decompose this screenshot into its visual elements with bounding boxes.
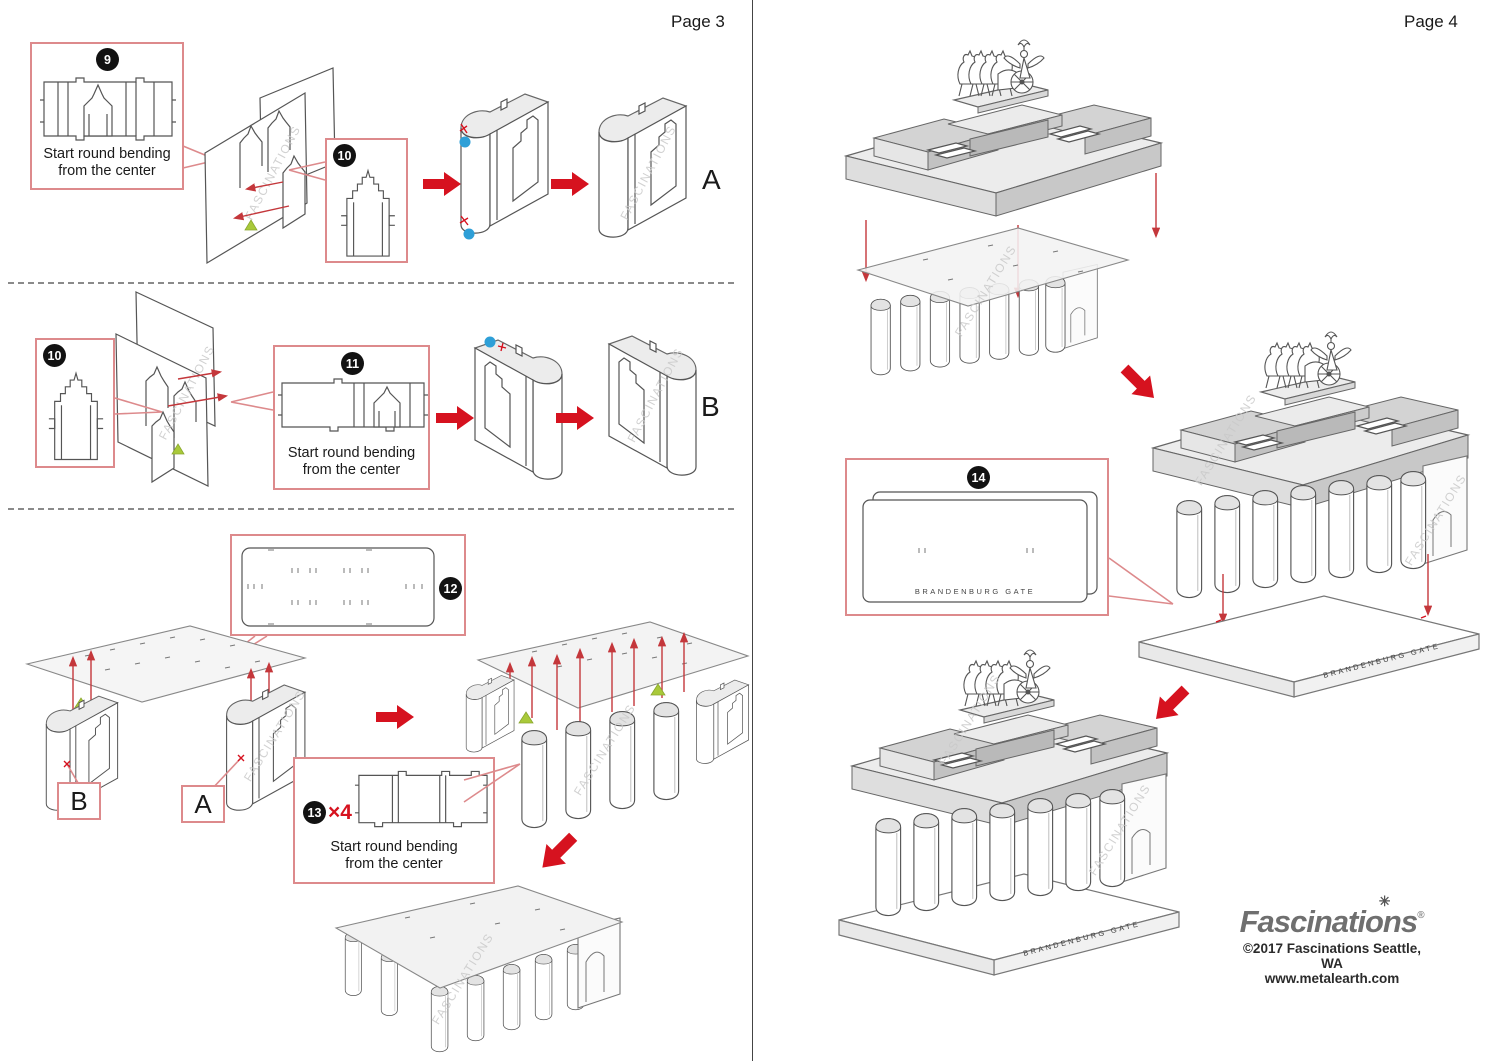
step13-note-line2: from the center (345, 856, 443, 873)
p4-attic-over-colonnade: FASCINATIONS (828, 38, 1173, 383)
copyright-line: ©2017 Fascinations Seattle, WA (1242, 941, 1422, 972)
part-a-label: A (702, 164, 721, 195)
part-b-label: B (701, 391, 720, 422)
website-line: www.metalearth.com (1264, 971, 1400, 987)
step13-part-diagram (354, 770, 488, 828)
step13-note-line1: Start round bending (330, 838, 458, 855)
row-divider-2 (8, 508, 734, 510)
step9-note: Start round bending from the center (32, 146, 182, 181)
step9-part-diagram (40, 77, 176, 141)
step11-note-line2: from the center (302, 462, 401, 479)
part-a-end (696, 679, 749, 764)
step10-part-diagram-row2 (48, 372, 104, 461)
step14-part-diagram: BRANDENBURG GATE (862, 491, 1098, 603)
step14-number-badge: 14 (967, 466, 990, 489)
step11-note-line1: Start round bending (287, 444, 416, 461)
page4-header: Page 4 (1404, 12, 1458, 31)
row-divider-1 (8, 282, 734, 284)
row1-assembly-diagram: FASCINATIONS FASCINATIONS (182, 67, 687, 265)
page-divider (752, 0, 753, 1061)
row2-assembly-diagram: FASCINATIONS FASCINATIONS (114, 291, 697, 487)
attic-assembly (846, 40, 1161, 216)
step10-callout-box-row2: 10 (35, 338, 115, 468)
final-gate (852, 650, 1167, 916)
step9-number-badge: 9 (96, 48, 119, 71)
step11-part-diagram (278, 378, 428, 432)
row3-colonnade-assembled: FASCINATIONS (334, 885, 624, 1053)
part-b-end (465, 675, 515, 753)
step10-number-badge-row2: 10 (43, 344, 66, 367)
step13-note: Start round bending from the center (295, 839, 493, 874)
registered-mark: ® (1417, 910, 1425, 921)
part-b-tag-box: B (57, 782, 101, 820)
part-a-tag-box: A (181, 785, 225, 823)
step12-number-badge: 12 (439, 577, 462, 600)
row3-colonnade-exploded: FASCINATIONS (463, 621, 750, 829)
logo-flower-icon: ✳ (1378, 893, 1391, 909)
p4-gate-over-base: BRANDENBURG GATE FASCINATIONS FASCINATIO… (1138, 322, 1480, 698)
step14-base-text: BRANDENBURG GATE (915, 587, 1035, 596)
part-b-tag: B (70, 785, 88, 816)
step10-callout-box-row1: 10 (325, 138, 408, 263)
part-a-bent-step (459, 93, 549, 240)
p4-final-model: BRANDENBURG GATE FASCINATIONS FASCINATIO… (838, 642, 1180, 976)
step11-number-badge: 11 (341, 352, 364, 375)
step13-number-badge: 13 (303, 801, 326, 824)
fascinations-logo: ✳Fascinations® (1239, 893, 1425, 939)
gate-assembly (1153, 332, 1468, 598)
logo-text: Fascinations (1239, 904, 1418, 939)
page3-header: Page 3 (671, 12, 725, 31)
step13-quantity: ×4 (328, 801, 352, 824)
step9-note-line1: Start round bending (43, 145, 171, 162)
arrow-right-row3 (376, 705, 414, 729)
step14-callout-box: 14 BRANDENBURG GATE (845, 458, 1109, 616)
step10-part-diagram (340, 170, 396, 257)
step11-callout-box: 11 Start round bending from the center (273, 345, 430, 490)
step14-pointer (1108, 557, 1174, 605)
branding-block: ✳Fascinations® ©2017 Fascinations Seattl… (1232, 893, 1432, 987)
step12-callout-box: 12 (230, 534, 466, 636)
step11-note: Start round bending from the center (275, 445, 428, 480)
part-a-tag: A (194, 788, 212, 819)
step12-part-diagram (241, 547, 435, 627)
step9-note-line2: from the center (58, 163, 156, 180)
step13-callout-box: 13 ×4 Start round bending from the cente… (293, 757, 495, 884)
step9-callout-box: 9 Start round bending from the center (30, 42, 184, 190)
step10-number-badge: 10 (333, 144, 356, 167)
part-b-bent-step (474, 339, 563, 480)
